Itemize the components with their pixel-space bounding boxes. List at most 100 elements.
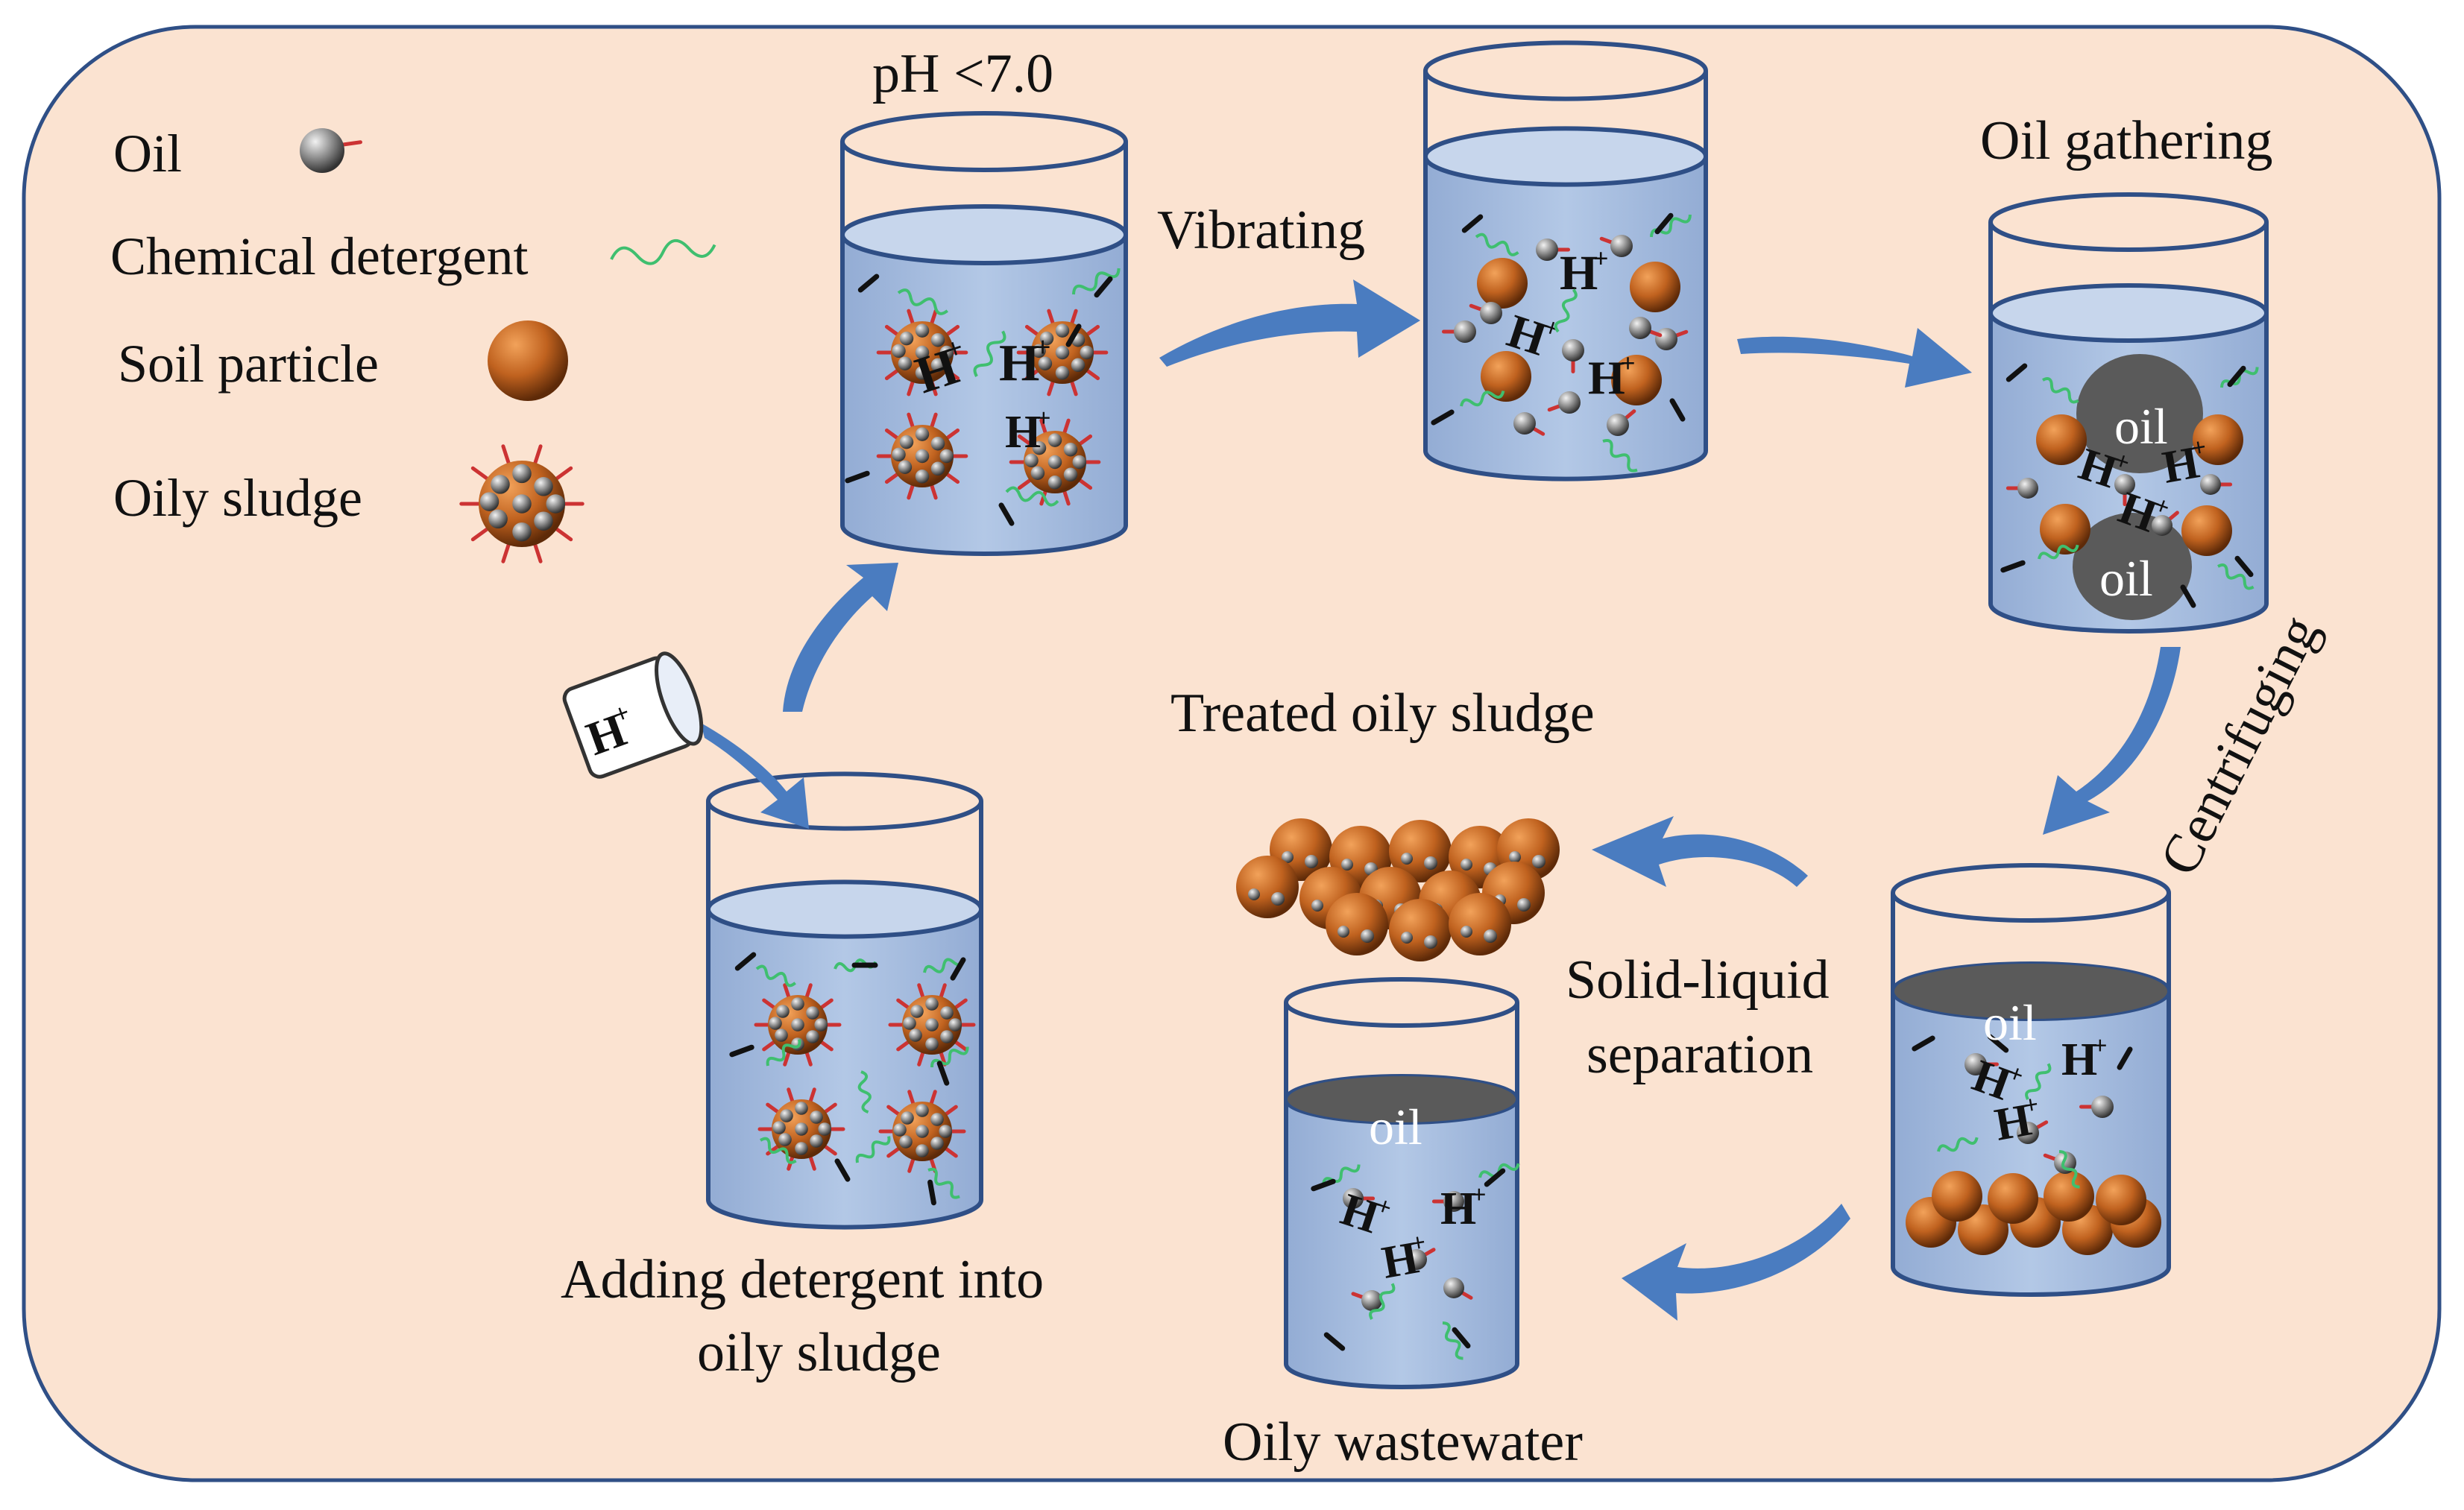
oil-tail [884,367,901,381]
oil-droplet [915,323,930,338]
legend-detergent-squiggle [610,238,716,265]
detergent-head [1987,1034,2009,1053]
oil-droplet [930,1113,944,1126]
oil-droplet [2017,478,2038,499]
oil-tail [917,983,925,1000]
oil-droplet [916,1104,929,1117]
treated-sludge-particle [1389,899,1452,961]
oil-tail [929,412,938,430]
oil-droplet [1361,1290,1382,1311]
proton-symbol-12: H+ [1991,1090,2041,1151]
proton-symbol-4: H+ [1560,243,1609,300]
oil-droplet [899,1135,913,1149]
oil-tail [953,998,968,1011]
oil-droplet [1513,412,1536,435]
detergent-head [1065,323,1082,347]
oil-droplet [1401,932,1413,944]
oil-droplet [1484,929,1497,943]
oil-droplet [776,1005,790,1018]
oil-tail [896,998,911,1011]
detergent-head [1669,398,1686,422]
oil-droplet [915,470,930,484]
background-panel [22,25,2442,1482]
oil-tail [907,309,916,326]
oily-sludge-particle [1016,309,1109,397]
oil-droplet [899,435,914,449]
oil-droplet [1532,855,1545,868]
detergent-head [1452,1327,1471,1349]
oil-droplet [1424,935,1437,949]
oil-droplet [1248,888,1260,900]
oil-droplet [1032,440,1047,455]
detergent-molecule [1475,233,1519,256]
oil-tail [1039,418,1048,436]
oil-droplet [1063,467,1078,482]
svg-text:H: H [1378,1232,1422,1288]
beaker-rim [706,771,983,831]
proton-symbol-14: H+ [1440,1181,1487,1234]
oil-droplet [534,511,553,531]
oil-tail [1084,324,1100,338]
oil-droplet [791,1037,804,1051]
beaker-rim [1891,863,2171,923]
oil-droplet [1038,356,1053,370]
oil-tail [939,983,947,1000]
treated-sludge-particle [1326,893,1388,955]
oil-droplet [2017,1122,2039,1144]
oil-tail [929,379,938,397]
oil-tail [943,1105,958,1117]
oil-tail [944,471,960,484]
oil-droplet [915,427,930,441]
oil-droplet [1282,851,1294,863]
arrow-to-wastewater [1622,1204,1850,1321]
svg-text:H: H [2061,1034,2097,1085]
beaker-water-surface [1988,283,2269,343]
detergent-molecule [897,288,949,315]
oil-layer-top-centrifuge [1894,964,2167,1019]
oil-tail [929,309,938,326]
oil-droplet [1039,331,1054,346]
oil-droplet [925,997,939,1011]
oil-tail [907,482,916,500]
oil-droplet [898,460,913,474]
oil-tail [1062,418,1071,436]
oil-tail [907,379,916,397]
oil-droplet [1055,366,1070,380]
detergent-head [950,957,966,981]
soil-particle [1481,351,1531,402]
oil-tail [1017,434,1033,447]
oil-tail [808,1154,816,1171]
oil-droplet [1032,344,1046,358]
oil-layer-label-wastewater: oil [1369,1099,1422,1155]
oil-tail [929,1090,937,1107]
oil-tail [553,466,573,482]
oil-tail [470,466,491,482]
oily-sludge-particle [754,983,842,1067]
beaker-adding-detergent [706,771,983,1230]
oil-tail [884,428,901,441]
detergent-head [2180,584,2196,608]
soil-particle [1236,856,1299,918]
svg-text:H: H [1560,246,1598,300]
oil-tail [553,525,573,542]
acid-vessel-mouth [655,651,704,746]
oil-droplet [892,447,906,462]
oil-tail [1084,367,1100,381]
oil-droplet [791,997,804,1011]
soil-particle [1611,355,1662,405]
oil-droplet [546,494,565,514]
oil-droplet [909,1029,922,1042]
oil-tail [819,998,834,1011]
detergent-molecule [759,1137,797,1164]
beaker-rim [1284,977,1519,1028]
detergent-head [1094,276,1113,298]
detergent-head [1484,1168,1506,1187]
oil-droplet [795,1142,808,1155]
oily-sludge-particle [878,1090,966,1173]
oil-tail [944,324,960,338]
oil-droplet [791,1018,804,1032]
legend-sludge-label: Oily sludge [113,468,362,528]
legend-soil-particle [488,320,568,401]
oil-droplet [1071,358,1086,373]
detergent-head [1654,212,1674,235]
